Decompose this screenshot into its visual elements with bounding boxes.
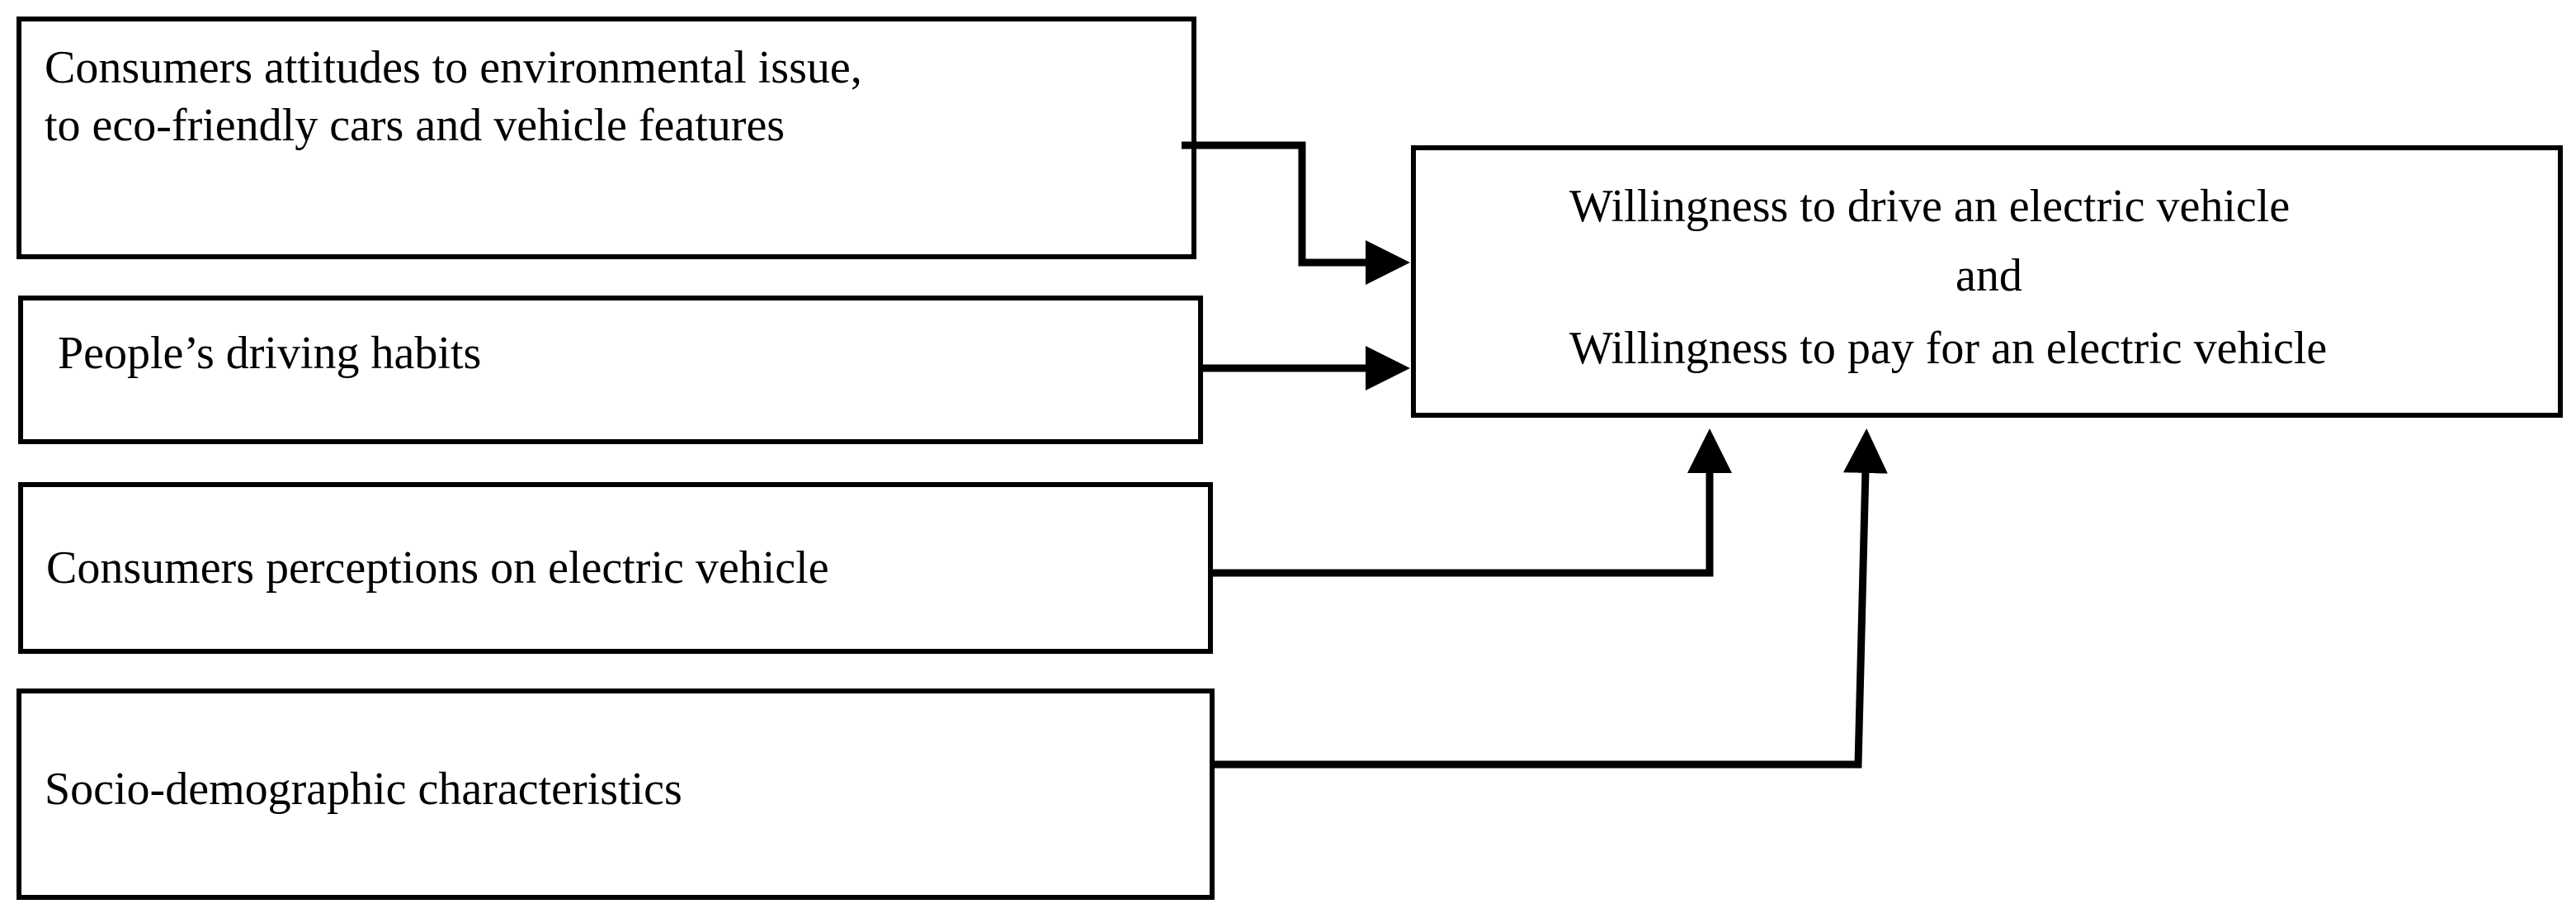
outcome-line-and: and <box>1956 250 2022 301</box>
factor-box-driving-habits: People’s driving habits <box>18 296 1203 444</box>
outcome-line-pay: Willingness to pay for an electric vehic… <box>1569 323 2328 374</box>
factor-box-attitudes: Consumers attitudes to environmental iss… <box>17 17 1196 259</box>
factor-perceptions-label: Consumers perceptions on electric vehicl… <box>46 542 829 594</box>
factor-driving-habits-label: People’s driving habits <box>58 328 482 379</box>
outcome-line-drive: Willingness to drive an electric vehicle <box>1569 181 2291 232</box>
factor-socio-demographic-label: Socio-demographic characteristics <box>45 764 682 815</box>
factor-box-perceptions: Consumers perceptions on electric vehicl… <box>18 482 1213 654</box>
factor-attitudes-line-2: to eco-friendly cars and vehicle feature… <box>45 100 786 151</box>
factor-attitudes-line-1: Consumers attitudes to environmental iss… <box>45 42 862 93</box>
arrow-socio-demographic-to-outcome <box>1215 428 1888 769</box>
factor-box-socio-demographic: Socio-demographic characteristics <box>17 688 1215 900</box>
outcome-box-willingness: Willingness to drive an electric vehicle… <box>1411 145 2563 418</box>
arrow-perceptions-to-outcome <box>1213 428 1732 577</box>
arrow-attitudes-to-outcome <box>1182 141 1410 285</box>
